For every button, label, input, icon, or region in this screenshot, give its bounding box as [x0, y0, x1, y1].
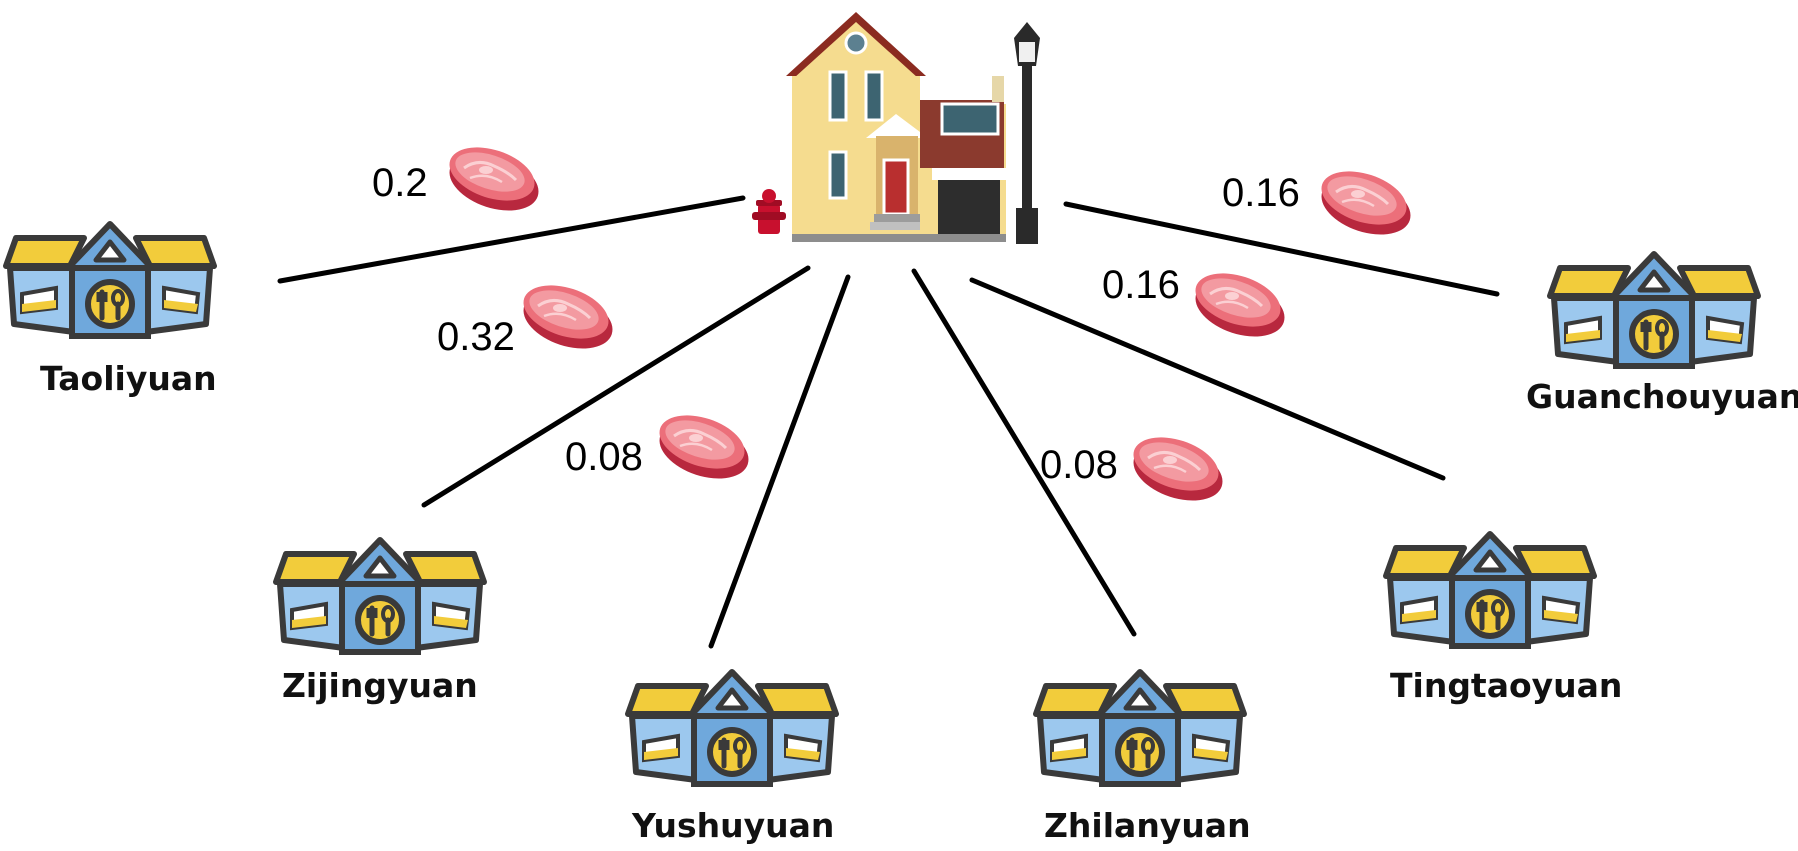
label-tingtaoyuan: Tingtaoyuan	[1390, 666, 1622, 705]
edge-guanchouyuan	[1063, 201, 1500, 297]
restaurant-store-icon	[1386, 534, 1594, 646]
restaurant-store-icon	[628, 672, 836, 784]
meat-steak-icon	[1186, 262, 1294, 349]
edge-zijingyuan	[421, 265, 811, 508]
edge-yushuyuan	[708, 274, 851, 649]
meat-steak-icon	[514, 274, 622, 361]
value-zhilanyuan: 0.08	[1040, 443, 1118, 487]
edges	[277, 195, 1500, 649]
label-taoliyuan: Taoliyuan	[40, 359, 217, 398]
value-tingtaoyuan: 0.16	[1102, 263, 1180, 307]
edge-taoliyuan	[277, 195, 746, 284]
restaurant-store-icon	[1036, 672, 1244, 784]
label-guanchouyuan: Guanchouyuan	[1526, 377, 1798, 416]
label-zhilanyuan: Zhilanyuan	[1044, 806, 1251, 845]
meat-steak-icon	[1312, 160, 1420, 247]
street-lamp-icon	[1014, 22, 1040, 244]
restaurant-store-icon	[1550, 254, 1758, 366]
value-guanchouyuan: 0.16	[1222, 171, 1300, 215]
meat-steak-icon	[1124, 426, 1232, 513]
value-taoliyuan: 0.2	[372, 161, 428, 205]
label-zijingyuan: Zijingyuan	[282, 666, 478, 705]
restaurant-store-icon	[276, 540, 484, 652]
restaurant-store-icon	[6, 224, 214, 336]
value-zijingyuan: 0.32	[437, 315, 515, 359]
edge-zhilanyuan	[911, 268, 1137, 637]
edge-tingtaoyuan	[969, 277, 1446, 481]
house-icon	[752, 12, 1040, 244]
meat-steak-icon	[440, 136, 548, 223]
meat-steak-icon	[650, 404, 758, 491]
label-yushuyuan: Yushuyuan	[631, 806, 834, 845]
value-yushuyuan: 0.08	[565, 435, 643, 479]
fire-hydrant-icon	[752, 189, 786, 234]
